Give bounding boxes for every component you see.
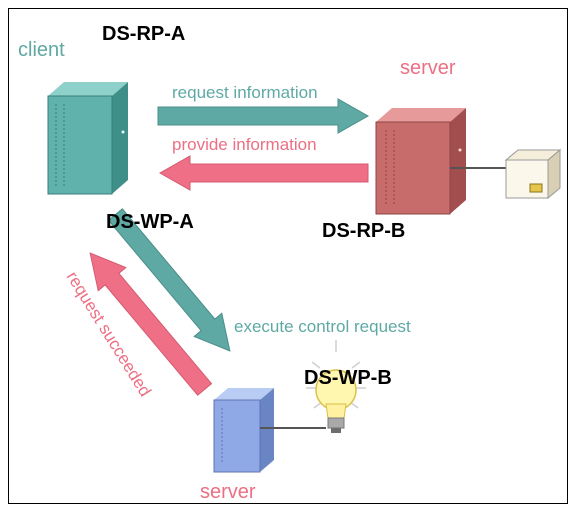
execute-control-request-label: execute control request — [234, 317, 411, 336]
ds-wp-a-label: DS-WP-A — [106, 211, 194, 233]
device-icon — [504, 148, 562, 200]
ds-rp-a-label: DS-RP-A — [102, 23, 185, 45]
server-box-icon — [375, 108, 466, 215]
execute-control-arrow — [107, 208, 231, 352]
client-box-icon — [47, 82, 128, 195]
request-succeeded-arrow — [89, 252, 213, 396]
server-box-icon — [213, 388, 274, 473]
client-label: client — [18, 39, 65, 61]
request-information-label: request information — [172, 83, 318, 102]
ds-rp-b-label: DS-RP-B — [322, 220, 405, 242]
provide-information-label: provide information — [172, 135, 317, 154]
request-information-arrow — [157, 98, 370, 134]
provide-information-arrow — [158, 155, 369, 191]
server-top-label: server — [400, 57, 456, 79]
server-bottom-label: server — [200, 481, 256, 503]
ds-wp-b-label: DS-WP-B — [304, 367, 392, 389]
light-bulb-icon — [306, 340, 366, 433]
